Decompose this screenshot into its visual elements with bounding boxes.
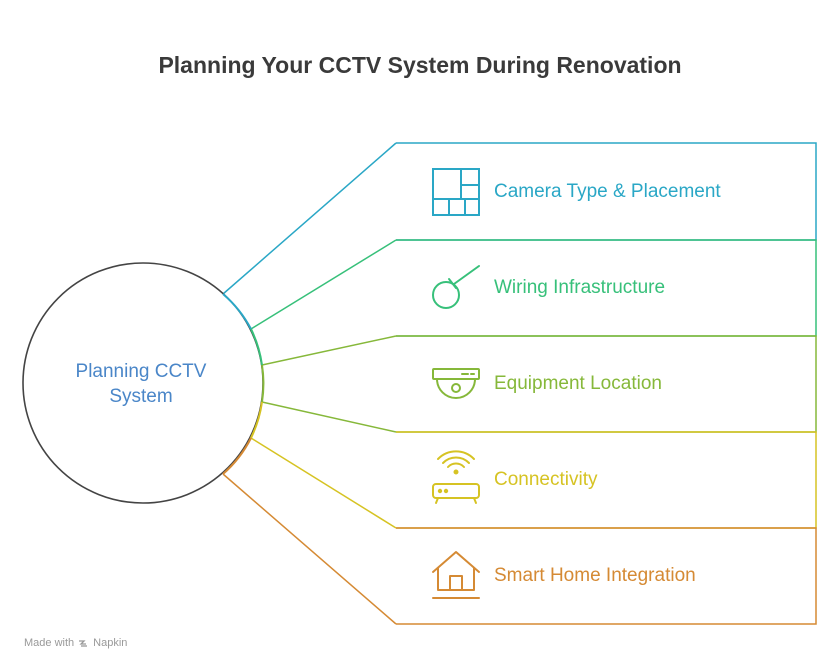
diagram-title: Planning Your CCTV System During Renovat… <box>158 52 682 78</box>
dome-camera-icon <box>432 368 480 399</box>
connector-smart-home <box>222 473 397 625</box>
item-box-smart-home <box>396 527 817 625</box>
hub-label-line2: System <box>109 386 173 407</box>
item-label-smart-home: Smart Home Integration <box>494 565 696 586</box>
item-box-connectivity <box>396 431 817 529</box>
made-with-text: Made with <box>24 637 75 649</box>
connector-connectivity-b <box>250 437 397 529</box>
cable-icon <box>432 265 480 309</box>
napkin-logo-icon <box>79 639 88 647</box>
floor-plan-icon <box>432 168 480 216</box>
connector-connectivity <box>261 401 397 433</box>
napkin-brand: Napkin <box>93 637 128 649</box>
made-with-footer: Made with Napkin <box>24 637 127 649</box>
hub-label: Planning CCTV System <box>40 359 242 409</box>
item-label-wiring: Wiring Infrastructure <box>494 277 666 298</box>
item-label-connectivity: Connectivity <box>494 469 598 490</box>
connector-wiring <box>250 239 397 330</box>
wifi-router-icon <box>432 450 480 504</box>
connector-equipment <box>261 335 397 366</box>
connector-camera-type <box>222 142 397 295</box>
hub-label-line1: Planning CCTV <box>75 361 207 382</box>
item-label-equipment: Equipment Location <box>494 373 662 394</box>
house-icon <box>432 551 480 599</box>
item-label-camera-type: Camera Type & Placement <box>494 181 721 202</box>
